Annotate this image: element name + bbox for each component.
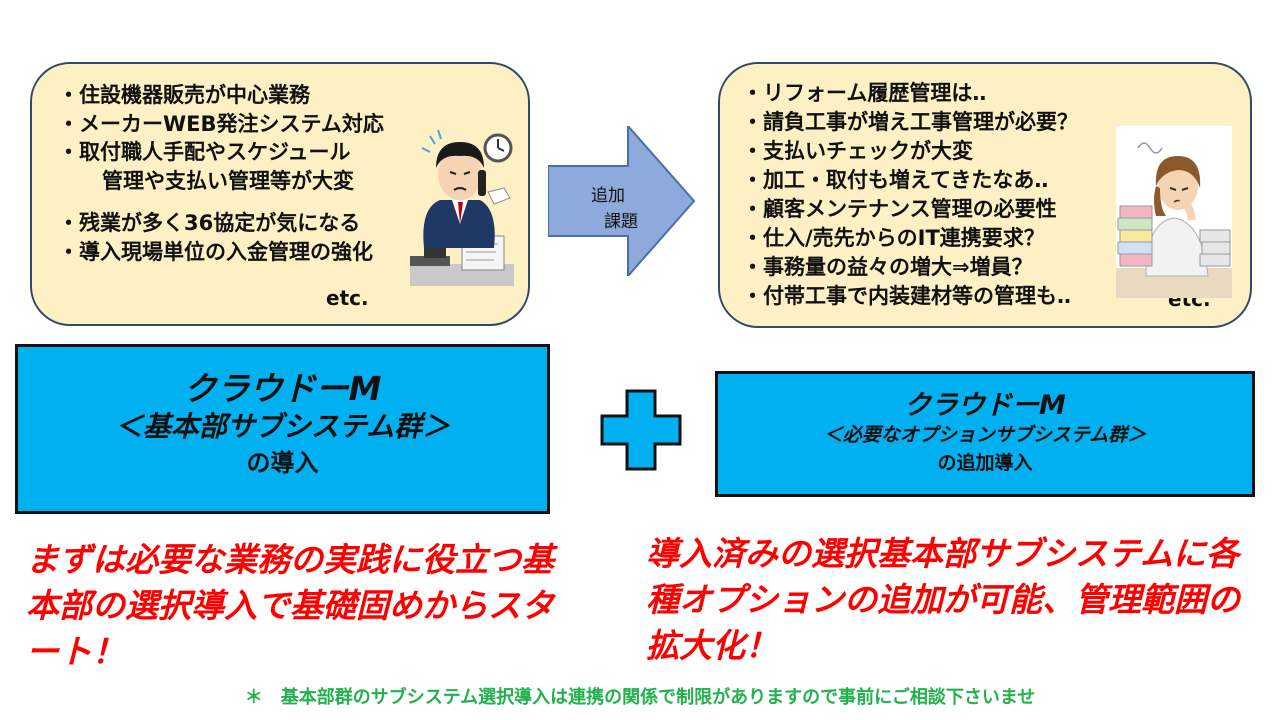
basic-subsystem-box: クラウドーM ＜基本部サブシステム群＞ の導入 — [15, 344, 550, 514]
left-issue-list: ・住設機器販売が中心業務 ・メーカーWEB発注システム対応 ・取付職人手配やスケ… — [58, 81, 384, 266]
option-box-tail: の追加導入 — [718, 449, 1252, 477]
right-issue-item: ・仕入/売先からのIT連携要求？ — [742, 224, 1078, 253]
option-box-title: クラウドーM — [718, 390, 1252, 422]
left-issue-item: ・残業が多く36協定が気になる — [58, 209, 384, 238]
right-issue-list: ・リフォーム履歴管理は‥ ・請負工事が増え工事管理が必要？ ・支払いチェックが大… — [742, 79, 1078, 311]
right-issue-item: ・加工・取付も増えてきたなあ‥ — [742, 166, 1078, 195]
left-etc-label: etc. — [326, 286, 369, 310]
right-issue-item: ・顧客メンテナンス管理の必要性 — [742, 195, 1078, 224]
option-subsystem-box: クラウドーM ＜必要なオプションサブシステム群＞ の追加導入 — [715, 371, 1255, 497]
right-issue-item: ・請負工事が増え工事管理が必要？ — [742, 108, 1078, 137]
right-issue-item: ・事務量の益々の増大⇒増員？ — [742, 253, 1078, 282]
footnote: ＊ 基本部群のサブシステム選択導入は連携の関係で制限がありますので事前にご相談下… — [0, 683, 1280, 709]
basic-box-tail: の導入 — [18, 445, 547, 481]
left-issue-item: ・メーカーWEB発注システム対応 — [58, 110, 384, 139]
arrow-label-add: 追加 — [591, 181, 625, 206]
left-issue-item: ・導入現場単位の入金管理の強化 — [58, 238, 384, 267]
left-issue-item: ・取付職人手配やスケジュール — [58, 138, 384, 167]
right-slogan: 導入済みの選択基本部サブシステムに各種オプションの追加が可能、管理範囲の拡大化！ — [646, 531, 1256, 669]
basic-box-title: クラウドーM — [18, 369, 547, 409]
worried-woman-illustration — [1116, 126, 1232, 298]
right-issue-item: ・付帯工事で内装建材等の管理も‥ — [742, 282, 1078, 311]
option-box-subtitle: ＜必要なオプションサブシステム群＞ — [718, 422, 1252, 449]
left-slogan: まずは必要な業務の実践に役立つ基本部の選択導入で基礎固めからスタート！ — [26, 537, 566, 675]
left-issue-item: 管理や支払い管理等が大変 — [58, 167, 384, 196]
plus-icon — [600, 389, 682, 471]
basic-box-subtitle: ＜基本部サブシステム群＞ — [18, 409, 547, 445]
right-issue-item: ・支払いチェックが大変 — [742, 137, 1078, 166]
arrow-label-issues: 課題 — [604, 207, 638, 232]
busy-worker-illustration — [406, 96, 514, 296]
right-issue-item: ・リフォーム履歴管理は‥ — [742, 79, 1078, 108]
left-issue-item: ・住設機器販売が中心業務 — [58, 81, 384, 110]
